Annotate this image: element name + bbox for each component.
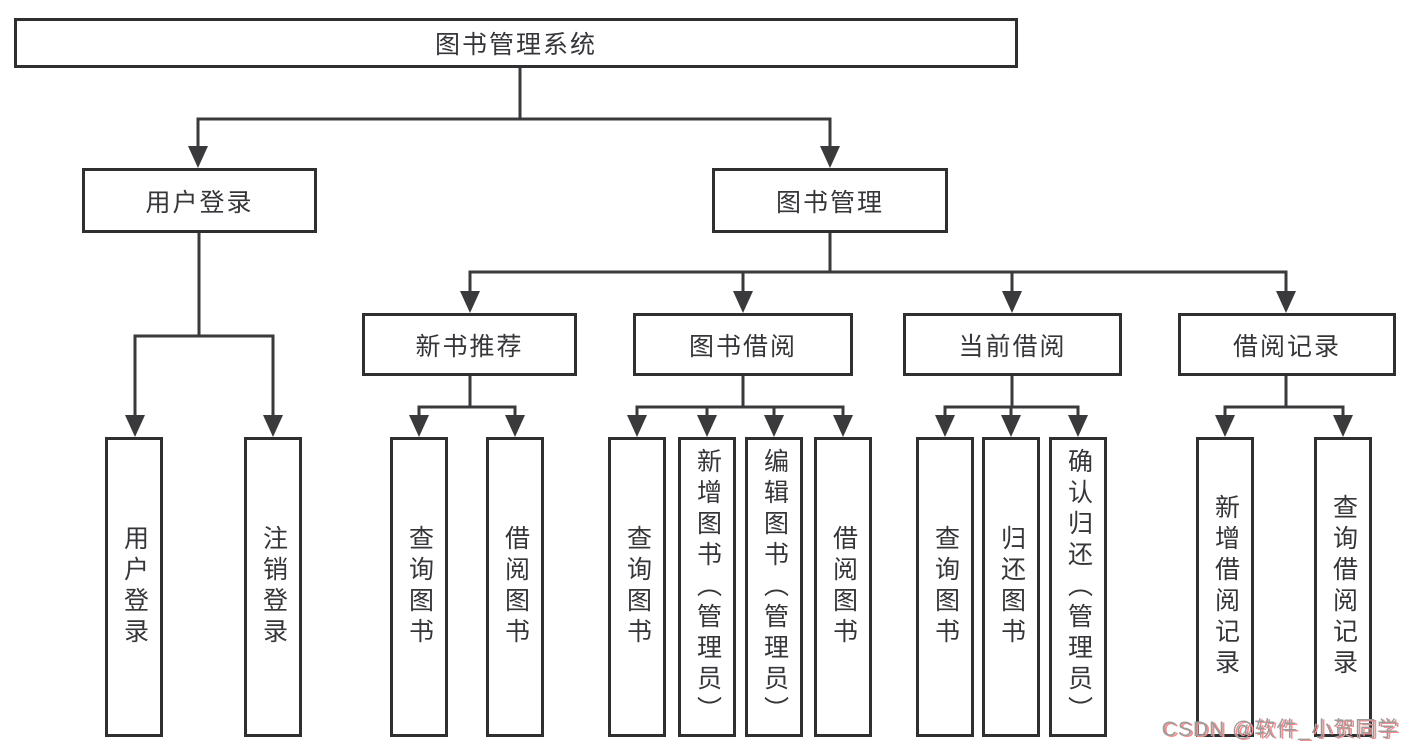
leaf-query-borrow-record: 查询借阅记录 <box>1314 437 1372 737</box>
node-root-label: 图书管理系统 <box>434 31 597 59</box>
leaf-edit-book-admin-label: 编辑图书（管理员） <box>760 447 789 727</box>
leaf-logout: 注销登录 <box>244 437 302 737</box>
node-new-book-recommend: 新书推荐 <box>362 313 577 376</box>
node-current-borrow-label: 当前借阅 <box>958 332 1067 361</box>
leaf-current-query-book: 查询图书 <box>916 437 974 737</box>
node-user-login: 用户登录 <box>82 168 317 233</box>
node-book-management: 图书管理 <box>712 168 948 233</box>
leaf-add-borrow-record-label: 新增借阅记录 <box>1211 494 1240 680</box>
leaf-query-borrow-record-label: 查询借阅记录 <box>1329 494 1358 680</box>
leaf-add-book-admin-label: 新增图书（管理员） <box>693 447 722 727</box>
leaf-add-borrow-record: 新增借阅记录 <box>1196 437 1254 737</box>
leaf-recommend-query-book-label: 查询图书 <box>405 525 434 649</box>
leaf-user-login: 用户登录 <box>105 437 163 737</box>
node-current-borrow: 当前借阅 <box>903 313 1122 376</box>
leaf-return-book: 归还图书 <box>982 437 1040 737</box>
node-borrow-records: 借阅记录 <box>1178 313 1396 376</box>
node-root: 图书管理系统 <box>14 18 1018 68</box>
node-borrow-records-label: 借阅记录 <box>1232 332 1341 361</box>
leaf-borrow-book-label: 借阅图书 <box>829 525 858 649</box>
leaf-logout-label: 注销登录 <box>259 525 288 649</box>
node-book-borrow-label: 图书借阅 <box>688 332 797 361</box>
leaf-return-book-label: 归还图书 <box>997 525 1026 649</box>
leaf-current-query-book-label: 查询图书 <box>931 525 960 649</box>
leaf-user-login-label: 用户登录 <box>120 525 149 649</box>
node-new-book-recommend-label: 新书推荐 <box>415 332 524 361</box>
leaf-borrow-book: 借阅图书 <box>814 437 872 737</box>
leaf-add-book-admin: 新增图书（管理员） <box>678 437 736 737</box>
leaf-borrow-query-book-label: 查询图书 <box>623 525 652 649</box>
node-book-borrow: 图书借阅 <box>633 313 853 376</box>
leaf-confirm-return-admin-label: 确认归还（管理员） <box>1064 447 1093 727</box>
leaf-edit-book-admin: 编辑图书（管理员） <box>745 437 803 737</box>
arrowheads <box>125 146 1353 437</box>
leaf-recommend-query-book: 查询图书 <box>390 437 448 737</box>
leaf-recommend-borrow-book: 借阅图书 <box>486 437 544 737</box>
leaf-borrow-query-book: 查询图书 <box>608 437 666 737</box>
node-book-management-label: 图书管理 <box>775 188 884 217</box>
node-user-login-label: 用户登录 <box>145 188 254 217</box>
leaf-confirm-return-admin: 确认归还（管理员） <box>1049 437 1107 737</box>
leaf-recommend-borrow-book-label: 借阅图书 <box>501 525 530 649</box>
